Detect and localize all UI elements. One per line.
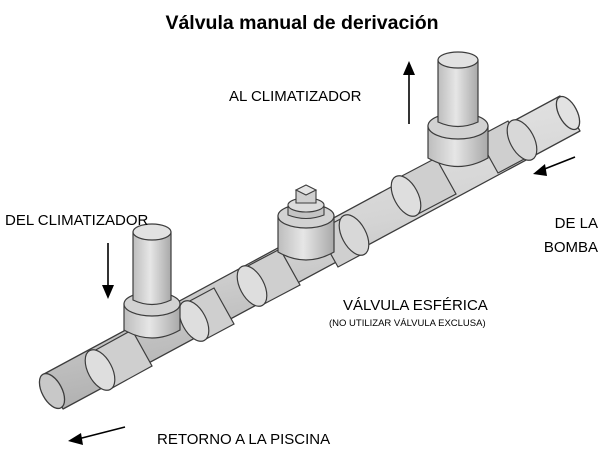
label-from-pump: DE LA BOMBA xyxy=(544,212,598,260)
fitting-left xyxy=(84,329,153,391)
fitting-right xyxy=(390,157,457,217)
fitting-left-2 xyxy=(178,287,235,342)
label-from-heater: DEL CLIMATIZADOR xyxy=(5,212,149,229)
label-to-heater: AL CLIMATIZADOR xyxy=(229,88,362,105)
ball-valve xyxy=(277,184,335,261)
arrow-from-pump xyxy=(533,156,576,176)
fitting-right-2 xyxy=(477,119,538,174)
arrow-up-to-heater xyxy=(403,61,415,124)
fitting-mid-left xyxy=(236,248,301,307)
label-from-pump-line2: BOMBA xyxy=(543,239,598,256)
diagram-title: Válvula manual de derivación xyxy=(165,12,439,34)
valve-handle-top xyxy=(294,184,318,196)
arrow-down-from-heater xyxy=(102,243,114,299)
tee-left xyxy=(123,223,181,339)
tee-right xyxy=(427,51,489,167)
label-return-to-pool: RETORNO A LA PISCINA xyxy=(157,431,331,448)
pipe-end-left xyxy=(38,372,66,410)
label-ball-valve-note: (NO UTILIZAR VÁLVULA EXCLUSA) xyxy=(329,318,486,329)
label-ball-valve: VÁLVULA ESFÉRICA xyxy=(343,297,488,314)
arrow-return-to-pool xyxy=(68,426,126,445)
label-from-pump-line1: DE LA xyxy=(554,215,598,232)
pipe-end-right xyxy=(555,95,581,131)
